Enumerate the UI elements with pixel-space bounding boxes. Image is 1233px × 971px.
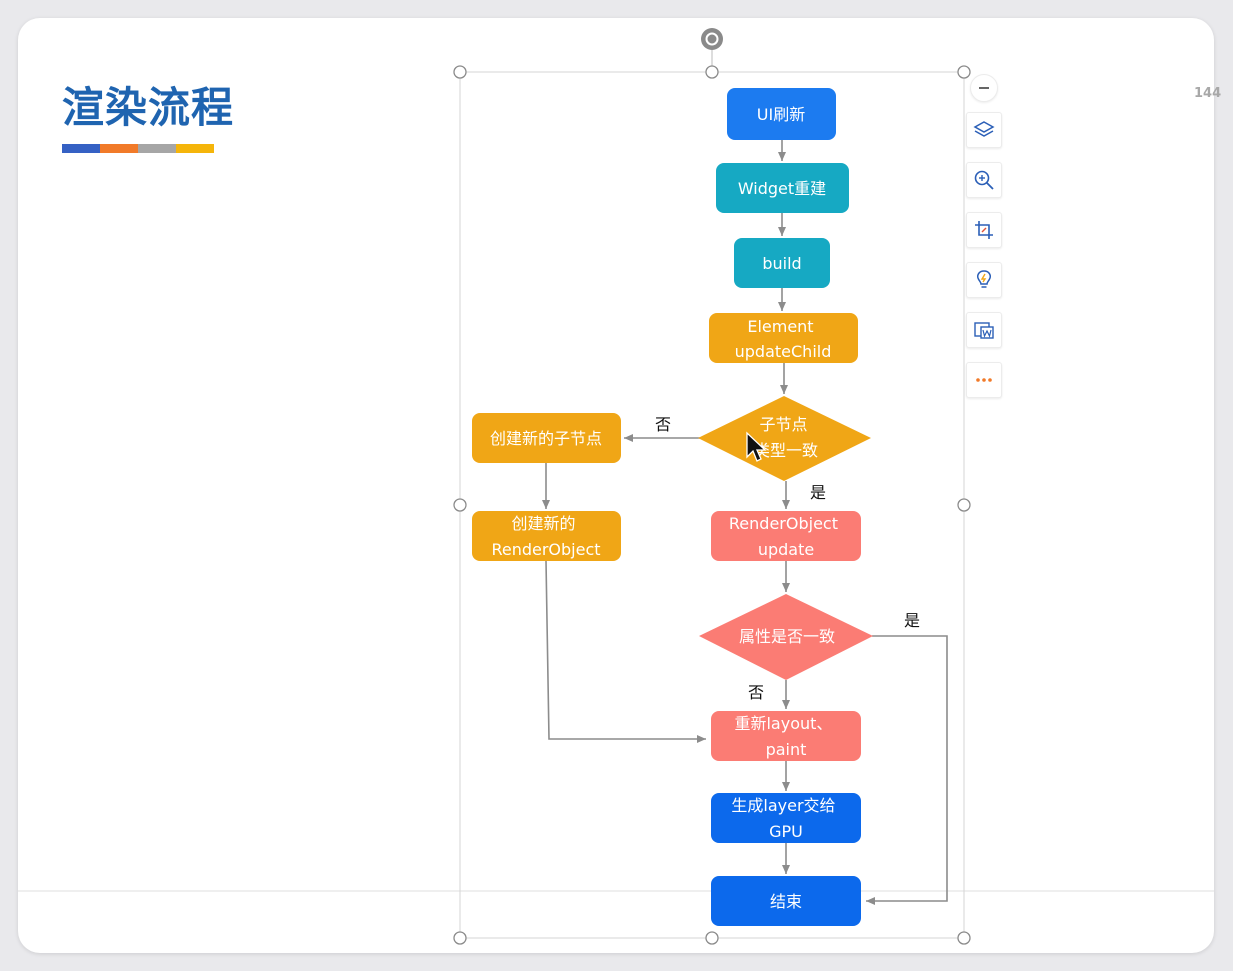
svg-text:属性是否一致: 属性是否一致 — [739, 627, 835, 646]
svg-text:Widget重建: Widget重建 — [738, 179, 826, 198]
node-create-child[interactable]: 创建新的子节点 — [472, 413, 621, 463]
edge-label-no: 否 — [655, 415, 671, 434]
svg-text:结束: 结束 — [770, 892, 802, 911]
decision-attribute-check[interactable]: 属性是否一致 — [699, 594, 873, 680]
resize-handle-e[interactable] — [957, 498, 971, 512]
layout-icon — [974, 322, 994, 339]
title-accent-blue — [62, 144, 100, 153]
slide-title: 渲染流程 — [62, 83, 235, 132]
node-render-object-update[interactable]: RenderObject update — [711, 511, 861, 561]
more-button[interactable] — [966, 362, 1002, 398]
svg-text:创建新的子节点: 创建新的子节点 — [490, 429, 602, 448]
layout-button[interactable] — [966, 312, 1002, 348]
title-accent-orange — [100, 144, 138, 153]
resize-handle-ne[interactable] — [957, 65, 971, 79]
divider — [18, 890, 1214, 892]
svg-text:子节点 类型一致: 子节点 类型一致 — [754, 415, 818, 460]
minus-icon — [979, 87, 989, 89]
layers-icon — [973, 121, 995, 137]
resize-handle-s[interactable] — [705, 931, 719, 945]
resize-handle-sw[interactable] — [453, 931, 467, 945]
zoom-in-icon — [974, 170, 994, 190]
svg-text:创建新的 RenderObject: 创建新的 RenderObject — [491, 514, 600, 559]
resize-handle-n[interactable] — [705, 65, 719, 79]
node-layer-to-gpu[interactable]: 生成layer交给 GPU — [711, 793, 861, 843]
mouse-cursor-icon — [746, 431, 767, 462]
node-ui-refresh[interactable]: UI刷新 — [727, 88, 836, 140]
edge-label-attr-no: 否 — [748, 683, 764, 702]
connectors — [542, 140, 948, 905]
node-element-update-child[interactable]: Element updateChild — [709, 313, 858, 363]
node-end[interactable]: 结束 — [711, 876, 861, 926]
decision-child-type-check[interactable]: 子节点 类型一致 — [698, 396, 871, 481]
resize-handle-se[interactable] — [957, 931, 971, 945]
arrow-renderobject-to-relayout — [545, 560, 706, 743]
node-build[interactable]: build — [734, 238, 830, 288]
lightbulb-icon — [977, 270, 991, 288]
svg-text:UI刷新: UI刷新 — [757, 105, 805, 124]
resize-handle-w[interactable] — [453, 498, 467, 512]
more-icon — [976, 378, 992, 382]
crop-button[interactable] — [966, 212, 1002, 248]
collapse-button[interactable] — [970, 74, 998, 102]
rotate-handle[interactable] — [701, 28, 723, 50]
node-widget-rebuild[interactable]: Widget重建 — [716, 163, 849, 213]
node-create-render-object[interactable]: 创建新的 RenderObject — [472, 511, 621, 561]
edge-label-attr-yes: 是 — [904, 611, 920, 630]
svg-text:RenderObject update: RenderObject update — [729, 514, 843, 559]
arrow-attr-yes — [866, 635, 948, 905]
svg-text:重新layout、 paint: 重新layout、 paint — [734, 714, 837, 759]
slide-canvas: 渲染流程 144 — [18, 18, 1221, 953]
edge-label-yes: 是 — [810, 483, 826, 502]
page-number: 144 — [1194, 86, 1222, 101]
title-accent-yellow — [176, 144, 214, 153]
svg-text:build: build — [762, 254, 801, 273]
crop-icon — [975, 221, 993, 239]
node-relayout-paint[interactable]: 重新layout、 paint — [711, 711, 861, 761]
title-accent-gray — [138, 144, 176, 153]
zoom-button[interactable] — [966, 162, 1002, 198]
resize-handle-nw[interactable] — [453, 65, 467, 79]
ideas-button[interactable] — [966, 262, 1002, 298]
svg-text:生成layer交给 GPU: 生成layer交给 GPU — [731, 796, 840, 841]
svg-text:Element updateChild: Element updateChild — [735, 317, 832, 361]
layers-button[interactable] — [966, 112, 1002, 148]
